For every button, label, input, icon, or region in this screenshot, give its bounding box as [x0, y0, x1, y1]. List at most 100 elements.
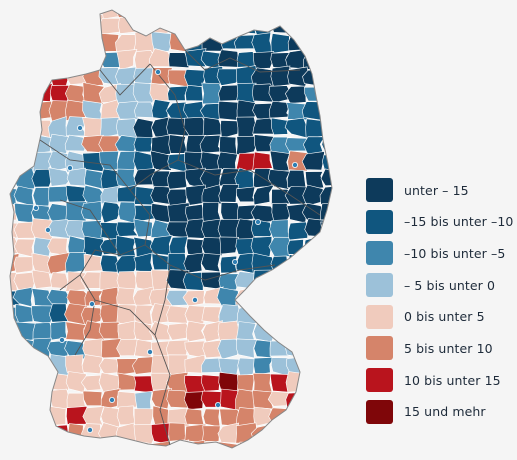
legend-swatch [366, 399, 393, 424]
district-region [48, 167, 71, 187]
legend-item: 5 bis unter 10 [366, 336, 516, 361]
district-region [302, 423, 323, 445]
district-region [253, 322, 275, 343]
district-region [338, 426, 356, 443]
district-region [235, 116, 257, 139]
district-region [133, 10, 156, 17]
district-region [14, 337, 37, 360]
district-region [31, 440, 54, 448]
district-region [10, 405, 20, 427]
district-region [10, 169, 20, 190]
legend-item: 10 bis unter 15 [366, 368, 516, 393]
district-region [287, 304, 309, 325]
district-region [354, 16, 360, 35]
legend-label: 0 bis unter 5 [404, 309, 485, 325]
district-region [185, 84, 204, 102]
district-region [288, 254, 309, 274]
district-region [80, 306, 103, 326]
district-region [269, 287, 292, 307]
district-region [320, 65, 332, 86]
district-region [14, 68, 36, 88]
district-region [268, 85, 292, 104]
district-region [337, 356, 360, 374]
district-region [65, 201, 88, 222]
district-region [337, 339, 360, 357]
district-region [29, 409, 54, 428]
district-region [338, 187, 360, 205]
district-region [339, 49, 358, 70]
district-region [64, 14, 88, 37]
district-region [12, 133, 37, 153]
state-borders [39, 49, 321, 446]
district-region [357, 255, 360, 270]
district-region [116, 405, 136, 426]
district-region [134, 390, 153, 411]
district-region [185, 16, 206, 37]
district-region [32, 187, 51, 207]
district-region [355, 219, 360, 239]
district-region [253, 184, 275, 206]
district-region [303, 32, 325, 52]
district-region [250, 219, 273, 237]
district-region [338, 15, 359, 35]
district-region [337, 168, 358, 188]
district-region [303, 16, 326, 36]
district-region [218, 441, 239, 448]
district-region [253, 356, 275, 376]
city-marker [154, 69, 161, 76]
district-region [13, 83, 34, 104]
district-region [82, 442, 104, 448]
district-region [321, 116, 332, 139]
district-region [355, 84, 360, 103]
district-region [356, 372, 361, 393]
district-region [319, 323, 332, 343]
district-region [287, 15, 309, 36]
district-region [14, 406, 36, 427]
district-region [10, 391, 19, 410]
city-marker [87, 426, 94, 433]
district-region [322, 255, 332, 271]
district-region [117, 372, 137, 391]
district-region [202, 116, 222, 137]
district-region [319, 185, 332, 205]
district-region [10, 138, 21, 156]
district-region [10, 32, 19, 54]
district-region [82, 235, 105, 257]
district-region [31, 457, 49, 460]
district-region [116, 49, 138, 71]
district-region [46, 289, 69, 305]
district-region [269, 219, 291, 241]
district-region [338, 32, 359, 53]
legend-label: unter – 15 [404, 182, 469, 198]
district-region [14, 101, 37, 121]
district-region [218, 184, 240, 203]
legend-swatch [366, 273, 393, 298]
district-region [304, 10, 324, 18]
district-region [81, 50, 103, 69]
district-region [319, 355, 332, 377]
district-region [320, 371, 332, 393]
state-border [184, 49, 301, 73]
district-region [287, 406, 308, 428]
district-region [320, 289, 332, 309]
district-region [252, 51, 276, 70]
district-region [356, 442, 360, 459]
city-marker [45, 226, 52, 233]
district-region [301, 255, 325, 273]
district-region [82, 100, 105, 121]
district-region [338, 255, 359, 273]
district-region [31, 48, 54, 71]
district-region [284, 117, 308, 139]
district-region [82, 117, 103, 139]
germany-map [9, 0, 361, 460]
district-region [356, 237, 360, 257]
district-region [50, 66, 69, 88]
district-region [98, 321, 121, 340]
legend-swatch [366, 209, 393, 234]
district-region [336, 0, 360, 16]
district-region [81, 423, 102, 445]
district-region [33, 14, 54, 36]
district-region [287, 423, 306, 443]
district-region [99, 439, 122, 448]
legend-item: unter – 15 [366, 178, 516, 202]
